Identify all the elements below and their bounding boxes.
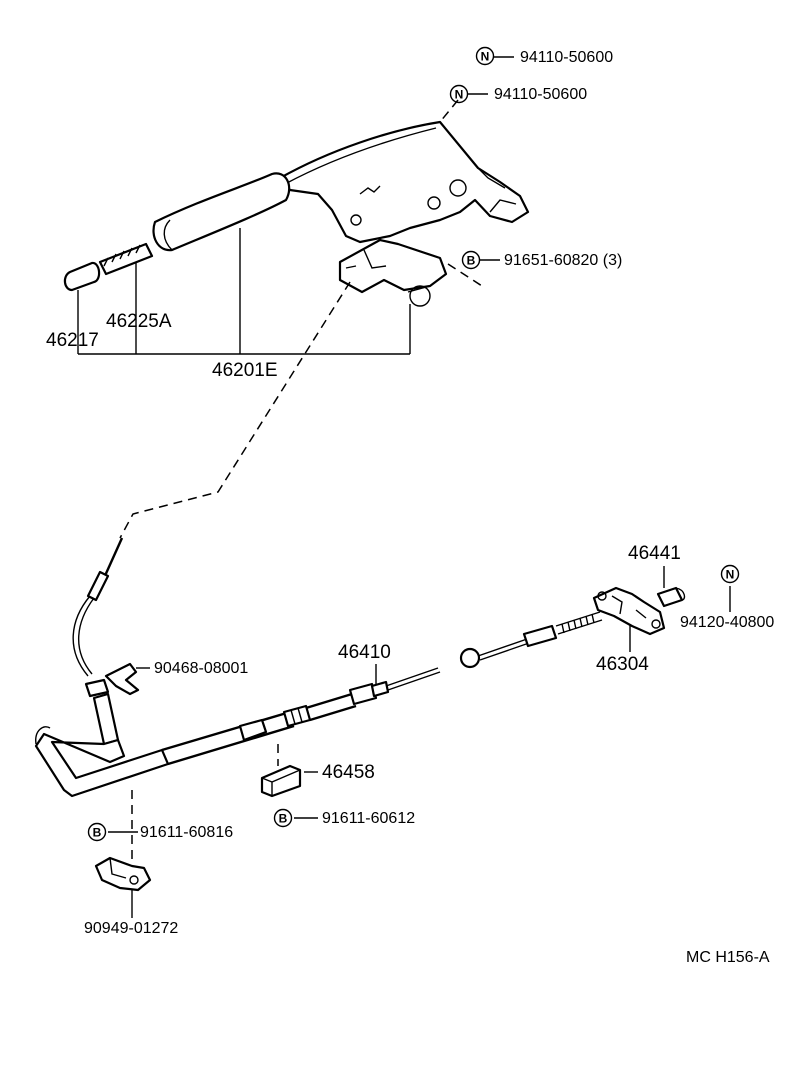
- svg-text:B: B: [279, 812, 288, 826]
- label-46225a: 46225A: [106, 311, 172, 332]
- label-46458: 46458: [322, 762, 375, 783]
- clamp-part: [260, 744, 302, 798]
- svg-text:N: N: [455, 88, 464, 102]
- marker-n-second: N: [449, 84, 469, 104]
- marker-b-91611-612: B: [273, 808, 293, 828]
- label-91611-60612: 91611-60612: [322, 810, 415, 827]
- pin-part: [656, 586, 686, 608]
- spring-part: [98, 242, 154, 276]
- marker-n-top: N: [475, 46, 495, 66]
- label-46441: 46441: [628, 543, 681, 564]
- label-94120-40800: 94120-40800: [680, 614, 774, 631]
- svg-text:N: N: [481, 50, 490, 64]
- clip-part: [104, 662, 140, 696]
- label-94110-50600-top: 94110-50600: [520, 49, 613, 66]
- label-46304: 46304: [596, 654, 649, 675]
- diagram-code: MC H156-A: [686, 949, 770, 966]
- svg-text:B: B: [467, 254, 476, 268]
- label-91611-60816: 91611-60816: [140, 824, 233, 841]
- label-91651-60820: 91651-60820 (3): [504, 252, 622, 269]
- parking-brake-lever: [152, 120, 530, 307]
- marker-b-91611-816: B: [87, 822, 107, 842]
- label-90949-01272: 90949-01272: [84, 920, 178, 937]
- label-46217: 46217: [46, 330, 99, 351]
- marker-b-91651: B: [461, 250, 481, 270]
- svg-text:N: N: [726, 568, 735, 582]
- label-94110-50600-second: 94110-50600: [494, 86, 587, 103]
- equalizer-part: [592, 586, 666, 636]
- label-46201e: 46201E: [212, 360, 278, 381]
- label-46410: 46410: [338, 642, 391, 663]
- brake-cable: [34, 281, 603, 798]
- svg-text:B: B: [93, 826, 102, 840]
- marker-n-94120: N: [720, 564, 740, 584]
- cap-part: [63, 261, 101, 292]
- label-90468-08001: 90468-08001: [154, 660, 248, 677]
- leader-lines: [77, 56, 731, 918]
- cable-bracket-part: [94, 790, 152, 892]
